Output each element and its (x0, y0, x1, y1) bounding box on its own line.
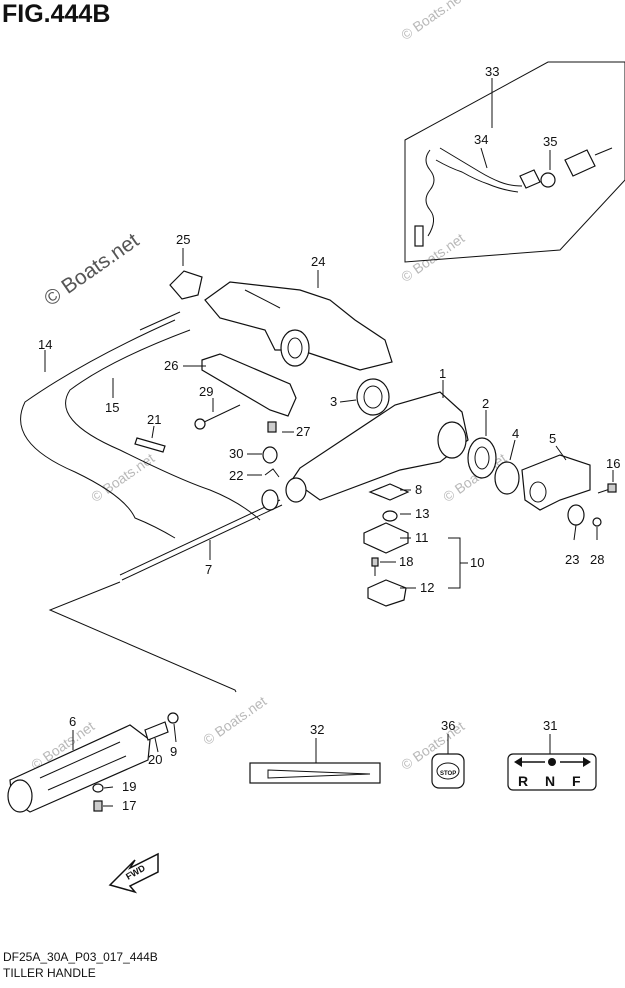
callout-15: 15 (105, 400, 119, 415)
callout-33: 33 (485, 64, 499, 79)
callout-3: 3 (330, 394, 337, 409)
callout-23: 23 (565, 552, 579, 567)
shift-label-part (507, 753, 597, 791)
fwd-arrow (108, 852, 159, 894)
callout-18: 18 (399, 554, 413, 569)
warning-label-part (249, 762, 381, 784)
throttle-grip (7, 724, 151, 813)
callout-31: 31 (543, 718, 557, 733)
callout-20: 20 (148, 752, 162, 767)
callout-34: 34 (474, 132, 488, 147)
callout-6: 6 (69, 714, 76, 729)
callout-22: 22 (229, 468, 243, 483)
callout-9: 9 (170, 744, 177, 759)
shift-n-label: N (545, 773, 555, 789)
callout-36: 36 (441, 718, 455, 733)
figure-title: FIG.444B (2, 0, 111, 28)
collar-part (494, 461, 520, 495)
plate-part (201, 353, 297, 417)
callout-27: 27 (296, 424, 310, 439)
tiller-handle (285, 391, 469, 503)
callout-32: 32 (310, 722, 324, 737)
callout-30: 30 (229, 446, 243, 461)
callout-24: 24 (311, 254, 325, 269)
callout-5: 5 (549, 431, 556, 446)
callout-4: 4 (512, 426, 519, 441)
callout-29: 29 (199, 384, 213, 399)
shift-f-label: F (572, 773, 581, 789)
callout-19: 19 (122, 779, 136, 794)
tiller-bracket (204, 281, 393, 371)
callout-10: 10 (470, 555, 484, 570)
callout-8: 8 (415, 482, 422, 497)
shift-r-label: R (518, 773, 528, 789)
callout-7: 7 (205, 562, 212, 577)
callout-21: 21 (147, 412, 161, 427)
diagram-code: DF25A_30A_P03_017_444B (3, 950, 158, 964)
diagram-name: TILLER HANDLE (3, 966, 96, 980)
bushing-part (356, 378, 390, 416)
lever-part (521, 454, 591, 511)
callout-28: 28 (590, 552, 604, 567)
callout-13: 13 (415, 506, 429, 521)
callout-11: 11 (415, 530, 429, 545)
stop-label: STOP (440, 771, 456, 777)
callout-12: 12 (420, 580, 434, 595)
callout-17: 17 (122, 798, 136, 813)
lanyard-kit-box (404, 61, 625, 263)
callout-1: 1 (439, 366, 446, 381)
callout-14: 14 (38, 337, 52, 352)
callout-25: 25 (176, 232, 190, 247)
callout-2: 2 (482, 396, 489, 411)
callout-26: 26 (164, 358, 178, 373)
callout-35: 35 (543, 134, 557, 149)
grommet-part (169, 270, 203, 300)
callout-16: 16 (606, 456, 620, 471)
washer-part (467, 437, 497, 479)
